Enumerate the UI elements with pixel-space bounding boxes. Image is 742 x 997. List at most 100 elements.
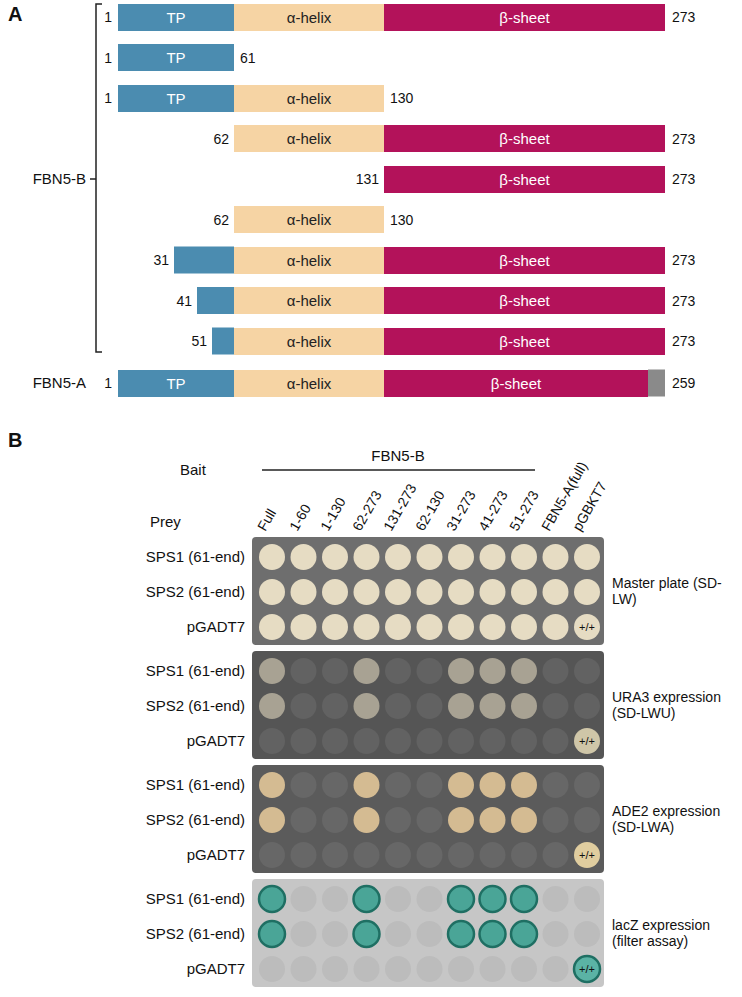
yeast-colony: [448, 956, 474, 982]
yeast-colony: [511, 728, 537, 754]
yeast-colony: [291, 921, 317, 947]
yeast-colony: [291, 728, 317, 754]
panel-letter: A: [8, 3, 22, 26]
yeast-colony: [574, 693, 600, 719]
yeast-colony: [543, 886, 569, 912]
protein-name: FBN5-B: [371, 447, 424, 464]
bracket: [90, 4, 102, 352]
yeast-colony: [574, 956, 600, 982]
yeast-colony: [417, 693, 443, 719]
domain-name: α-helix: [287, 130, 332, 147]
residue-number: 1: [104, 9, 112, 25]
yeast-colony: [480, 693, 506, 719]
yeast-colony: [448, 658, 474, 684]
control-mark: +/+: [579, 735, 595, 748]
yeast-colony: [480, 842, 506, 868]
yeast-colony: [291, 579, 317, 605]
beta-sheet-box: β-sheet: [384, 247, 665, 274]
beta-sheet-box: β-sheet: [384, 4, 665, 31]
residue-number: 130: [390, 90, 413, 106]
yeast-colony: [354, 921, 380, 947]
control-mark: +/+: [579, 621, 595, 634]
yeast-colony: [259, 886, 285, 912]
yeast-colony: [511, 956, 537, 982]
prey-construct: SPS2 (61-end): [146, 811, 245, 828]
prey-construct: pGADT7: [187, 960, 245, 977]
residue-number: 273: [672, 333, 695, 349]
yeast-colony: [480, 544, 506, 570]
yeast-colony: [511, 921, 537, 947]
alpha-helix-box: α-helix: [234, 287, 384, 314]
alpha-helix-box: α-helix: [234, 206, 384, 233]
prey-construct: pGADT7: [187, 618, 245, 635]
prey-construct: pGADT7: [187, 846, 245, 863]
yeast-colony: [354, 658, 380, 684]
domain-name: β-sheet: [499, 9, 549, 26]
control-mark: +/+: [579, 963, 595, 976]
domain-name: α-helix: [287, 375, 332, 392]
yeast-colony: [385, 614, 411, 640]
yeast-colony: [448, 772, 474, 798]
yeast-colony: [322, 544, 348, 570]
beta-sheet-box: β-sheet: [384, 370, 648, 397]
yeast-colony: [354, 693, 380, 719]
yeast-colony: [385, 579, 411, 605]
yeast-colony: [354, 842, 380, 868]
yeast-colony: [385, 728, 411, 754]
residue-number: 273: [672, 171, 695, 187]
yeast-colony: [511, 658, 537, 684]
yeast-colony: [322, 807, 348, 833]
yeast-colony: [417, 921, 443, 947]
yeast-colony: [385, 658, 411, 684]
domain-name: TP: [166, 49, 185, 66]
residue-number: 62: [213, 130, 229, 146]
yeast-colony: [574, 921, 600, 947]
transit-peptide-box: TP: [118, 4, 234, 31]
yeast-colony: [291, 807, 317, 833]
plates: [252, 537, 604, 987]
agar-plate: [252, 537, 604, 645]
yeast-colony: [291, 842, 317, 868]
yeast-colony: [543, 658, 569, 684]
yeast-colony: [322, 842, 348, 868]
beta-sheet-box: β-sheet: [384, 166, 665, 193]
domain-name: α-helix: [287, 90, 332, 107]
domain-name: β-sheet: [499, 171, 549, 188]
yeast-colony: [448, 544, 474, 570]
yeast-colony: [543, 614, 569, 640]
yeast-colony: [259, 772, 285, 798]
yeast-colony: [480, 807, 506, 833]
yeast-colony: [417, 842, 443, 868]
residue-number: 1: [104, 375, 112, 391]
yeast-colony: [417, 544, 443, 570]
axis-title: Prey: [150, 513, 181, 530]
yeast-colony: [417, 614, 443, 640]
agar-plate: [252, 879, 604, 987]
yeast-colony: [385, 544, 411, 570]
bait-construct: 51-273: [507, 488, 541, 533]
bait-construct: 1-130: [318, 495, 348, 533]
yeast-colony: [417, 579, 443, 605]
yeast-colony: [354, 728, 380, 754]
yeast-colony: [511, 807, 537, 833]
yeast-colony: [417, 728, 443, 754]
domain-name: β-sheet: [499, 130, 549, 147]
yeast-colony: [322, 614, 348, 640]
yeast-colony: [322, 658, 348, 684]
yeast-colony: [480, 886, 506, 912]
residue-number: 1: [104, 90, 112, 106]
alpha-helix-box: α-helix: [234, 4, 384, 31]
yeast-colony: [480, 658, 506, 684]
transit-peptide-fragment: [212, 328, 234, 355]
yeast-colony: [574, 772, 600, 798]
yeast-colony: [543, 842, 569, 868]
alpha-helix-box: α-helix: [234, 85, 384, 112]
yeast-colony: [543, 579, 569, 605]
yeast-colony: [322, 956, 348, 982]
transit-peptide-box: TP: [118, 85, 234, 112]
yeast-colony: [543, 807, 569, 833]
prey-construct: SPS2 (61-end): [146, 583, 245, 600]
yeast-colony: [480, 728, 506, 754]
prey-construct: SPS1 (61-end): [146, 890, 245, 907]
yeast-colony: [354, 886, 380, 912]
